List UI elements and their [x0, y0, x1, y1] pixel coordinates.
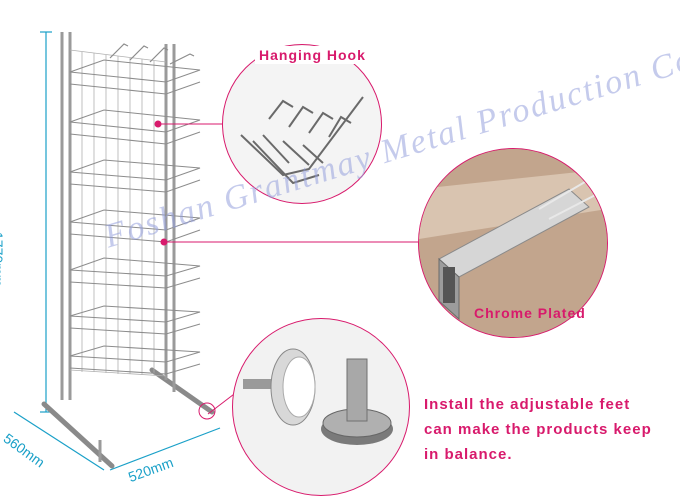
feet-description-line-3: in balance.: [424, 446, 513, 463]
feet-description: Install the adjustable feet can make the…: [424, 392, 652, 467]
hook-detail-circle: [222, 44, 382, 204]
wire-baskets: [69, 59, 201, 375]
feet-description-line-2: can make the products keep: [424, 421, 652, 438]
chrome-label: Chrome Plated: [474, 305, 586, 321]
foot-highlight-ring: [198, 402, 216, 420]
hook-detail-photo: [240, 96, 364, 185]
rack-grid-panel: [69, 49, 167, 377]
rack-uprights: [60, 32, 176, 462]
rack-hooks: [109, 43, 195, 65]
callout-dots: [154, 120, 168, 246]
chrome-detail-photo: [419, 149, 607, 337]
hook-label: Hanging Hook: [255, 46, 370, 64]
height-dimension-label: 1770mm: [0, 232, 6, 287]
feet-description-line-1: Install the adjustable feet: [424, 396, 631, 413]
feet-detail-photo: [243, 348, 393, 445]
feet-detail-circle: [232, 318, 410, 496]
chrome-detail-circle: [418, 148, 608, 338]
dimension-lines: [13, 31, 221, 471]
